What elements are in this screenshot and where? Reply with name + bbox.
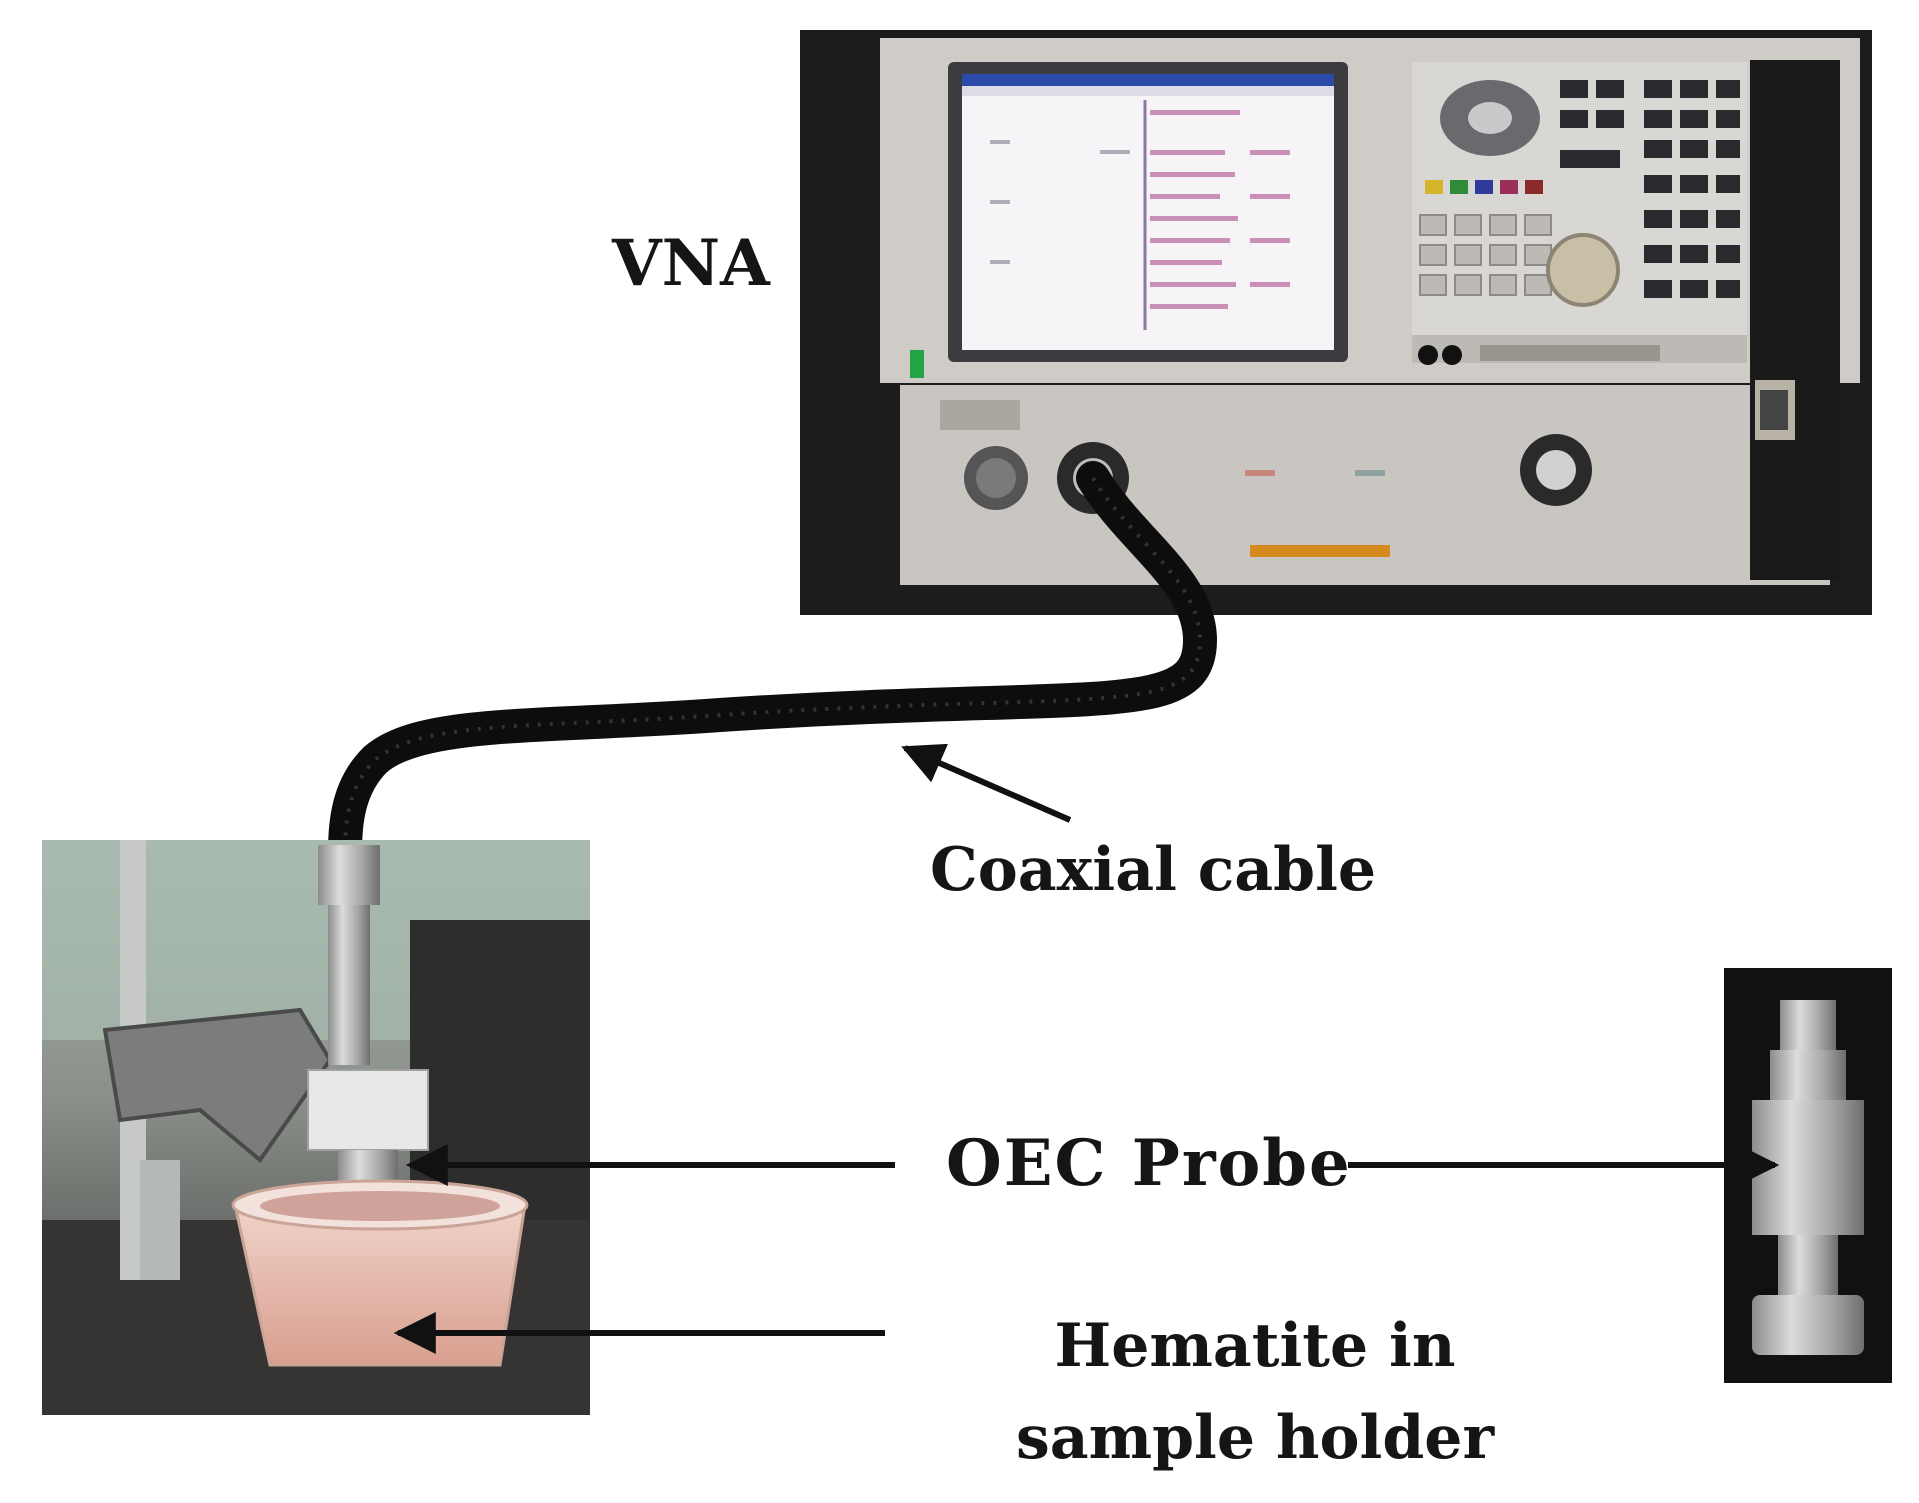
probe-setup-photo bbox=[42, 840, 590, 1415]
vna-instrument-photo bbox=[800, 30, 1872, 615]
sample-holder-label: Hematite in sample holder bbox=[1015, 1311, 1495, 1473]
coaxial-cable bbox=[328, 461, 1218, 877]
vna-screen bbox=[962, 74, 1334, 350]
cable-arrow bbox=[901, 743, 1072, 823]
oec-probe-label: OEC Probe bbox=[946, 1126, 1352, 1201]
vna-label: VNA bbox=[612, 226, 770, 301]
arrows bbox=[393, 743, 1780, 1354]
probe-closeup-photo bbox=[1724, 968, 1892, 1383]
coaxial-cable-label: Coaxial cable bbox=[930, 835, 1377, 905]
